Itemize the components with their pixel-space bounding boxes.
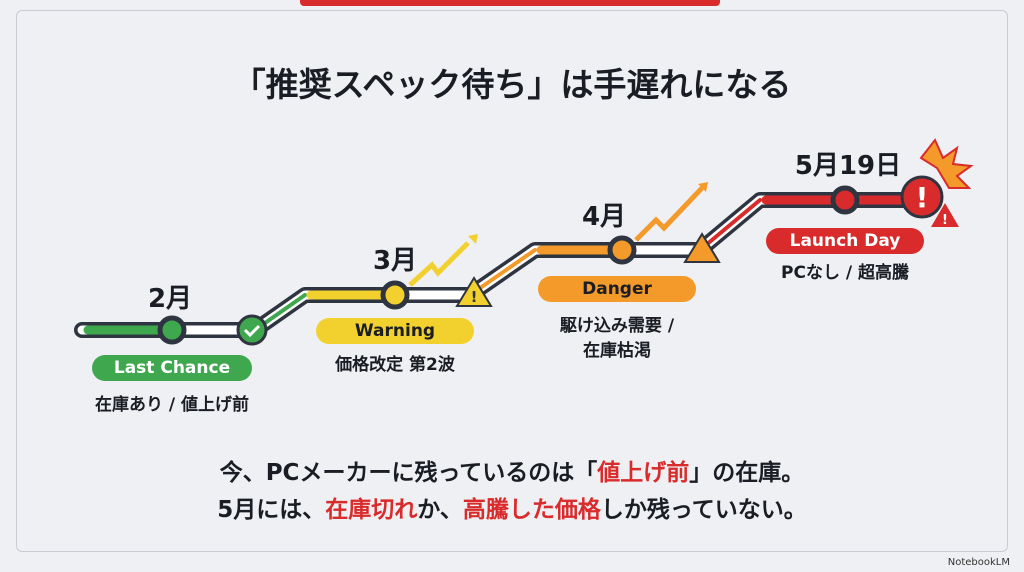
badge-launch-day: Launch Day [766, 228, 924, 254]
warning-icon [931, 203, 959, 227]
svg-text:!: ! [916, 181, 929, 214]
desc-feb: 在庫あり / 値上げ前 [94, 395, 250, 415]
month-mar: 3月 [372, 246, 418, 276]
accent-bar [300, 0, 720, 6]
summary-line-2: 5月には、在庫切れか、高騰した価格しか残っていない。 [217, 497, 807, 523]
summary-line-1: 今、PCメーカーに残っているのは「値上げ前」の在庫。 [219, 460, 805, 486]
badge-danger: Danger [538, 276, 696, 302]
notebooklm-watermark: NotebookLM [947, 557, 1010, 568]
month-feb: 2月 [147, 284, 193, 314]
desc-apr-2: 在庫枯渇 [583, 341, 651, 361]
explosion-icon [919, 138, 974, 189]
month-may: 5月19日 [794, 151, 902, 181]
month-apr: 4月 [581, 202, 627, 232]
desc-mar: 価格改定 第2波 [335, 355, 455, 375]
node-feb [157, 315, 187, 345]
slide-title: 「推奨スペック待ち」は手遅れになる [232, 65, 792, 104]
check-icon [236, 314, 268, 346]
desc-apr-1: 駆け込み需要 / [559, 316, 675, 336]
svg-text:!: ! [942, 213, 948, 228]
node-apr [607, 235, 637, 265]
node-mar [380, 280, 410, 310]
desc-may: PCなし / 超高騰 [781, 263, 909, 283]
trend-arrow-icon [408, 241, 470, 287]
badge-last-chance: Last Chance [92, 355, 252, 381]
warning-icon [455, 276, 493, 307]
badge-warning: Warning [316, 318, 474, 344]
danger-icon [683, 232, 721, 263]
svg-text:!: ! [471, 288, 478, 306]
node-may [830, 185, 860, 215]
trend-arrow-icon [634, 186, 704, 242]
slide-frame [16, 10, 1008, 552]
alert-icon [900, 175, 944, 219]
